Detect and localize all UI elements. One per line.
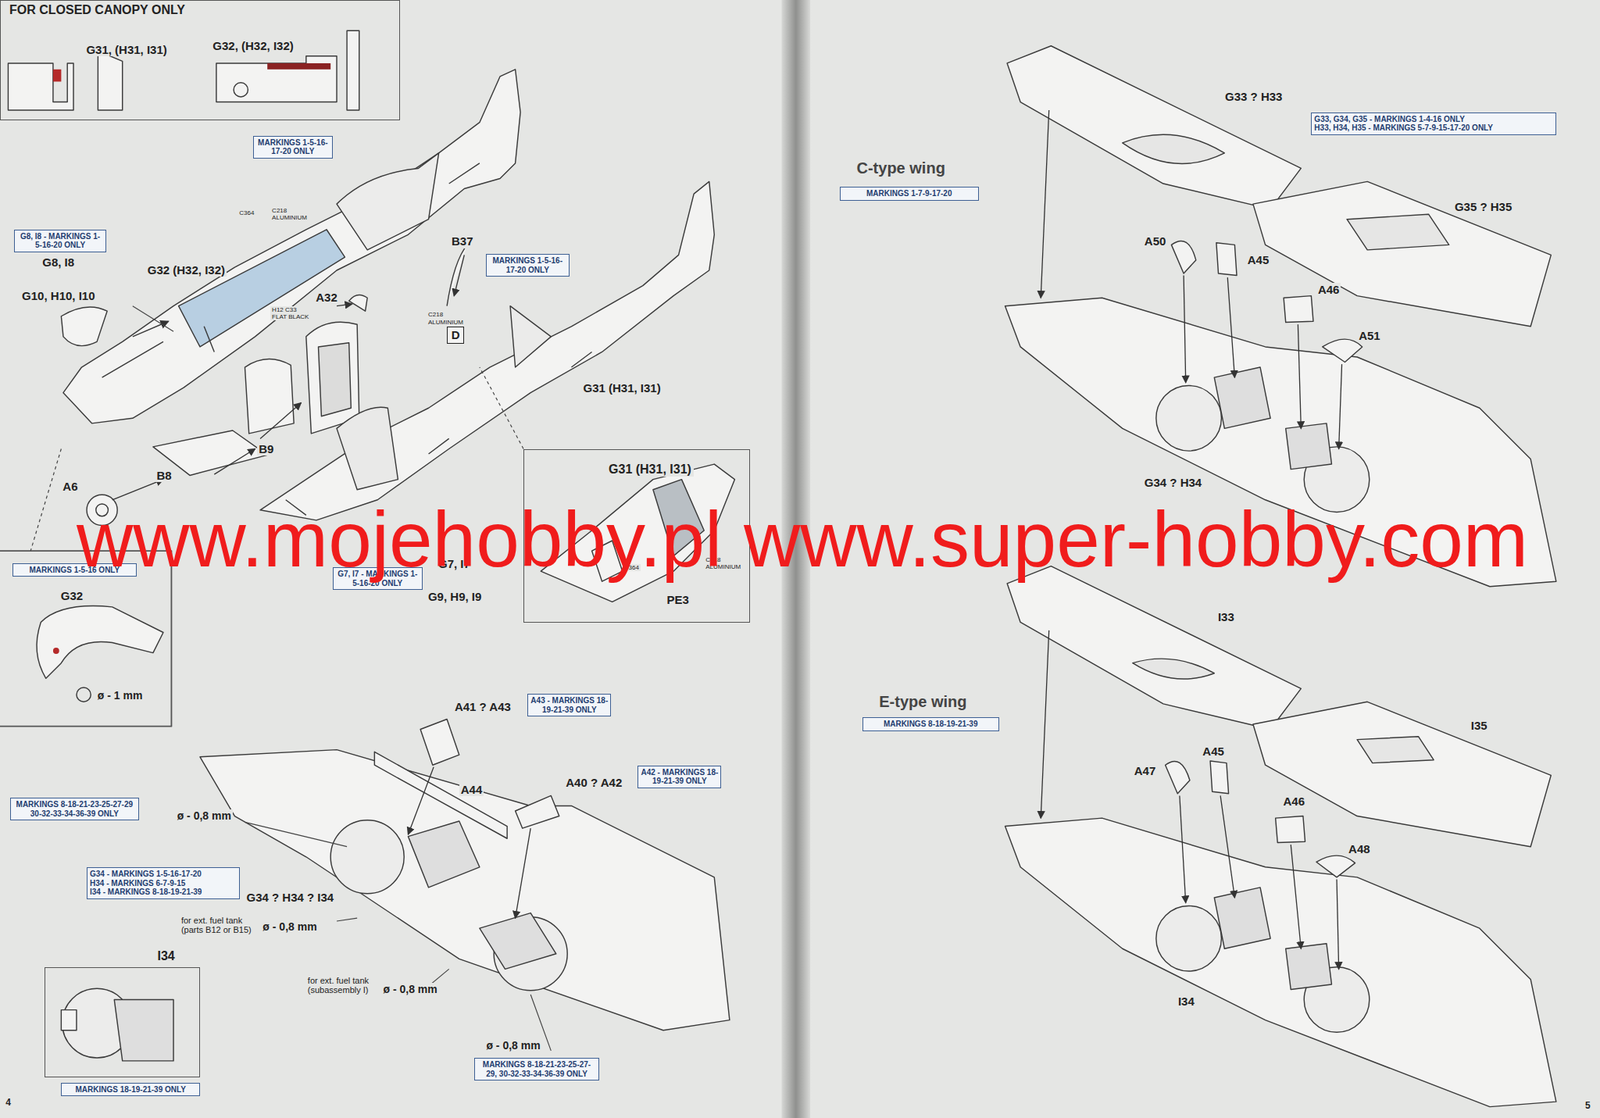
section-heading: E-type wing xyxy=(877,692,968,711)
part-number: I33 xyxy=(1216,610,1236,624)
frame-heading: G31 (H31, I31) xyxy=(606,462,694,477)
marking-tag: G8, I8 - MARKINGS 1-5-16-20 ONLY xyxy=(14,229,107,253)
inset-frame: FOR CLOSED CANOPY ONLY xyxy=(0,0,400,121)
frame-heading: FOR CLOSED CANOPY ONLY xyxy=(7,3,188,18)
part-number: A6 xyxy=(60,479,79,493)
part-number: G32 (H32, I32) xyxy=(146,263,227,277)
marking-tag: MARKINGS 1-5-16-17-20 ONLY xyxy=(253,135,333,159)
part-number: PE3 xyxy=(665,592,691,607)
marking-tag: G34 - MARKINGS 1-5-16-17-20H34 - MARKING… xyxy=(86,867,240,900)
paint-callout: C364 xyxy=(237,209,256,217)
part-number: B9 xyxy=(257,442,275,456)
marking-tag: MARKINGS 1-7-9-17-20 xyxy=(839,186,979,201)
part-number: A46 xyxy=(1316,282,1342,297)
marking-text: MARKINGS 8-18-19-21-39 xyxy=(865,719,997,729)
part-number: A44 xyxy=(459,782,485,797)
part-number: A51 xyxy=(1357,328,1383,343)
part-number: B37 xyxy=(450,234,475,248)
marking-text: G33, G34, G35 - MARKINGS 1-4-16 ONLY xyxy=(1314,114,1553,125)
drill-size: ø - 0,8 mm xyxy=(260,920,318,933)
part-number: G35 ? H35 xyxy=(1453,200,1514,214)
page-number: 4 xyxy=(3,1097,13,1109)
part-number: G32 xyxy=(59,589,85,603)
part-number: A48 xyxy=(1346,842,1372,856)
part-number: A32 xyxy=(314,290,340,304)
marking-text: A42 - MARKINGS 18-19-21-39 ONLY xyxy=(640,767,718,786)
paint-callout: C218 ALUMINIUM xyxy=(426,310,471,325)
part-number: G34 ? H34 ? I34 xyxy=(244,890,336,904)
part-number: A46 xyxy=(1281,794,1307,808)
part-number: A50 xyxy=(1142,234,1168,248)
paint-callout: C218 ALUMINIUM xyxy=(270,207,315,222)
part-number: I34 xyxy=(1176,994,1197,1008)
marking-text: MARKINGS 1-5-16-17-20 ONLY xyxy=(489,256,567,275)
part-number: A45 xyxy=(1200,744,1226,758)
marking-text: MARKINGS 1-7-9-17-20 xyxy=(842,189,976,199)
marking-text: MARKINGS 18-19-21-39 ONLY xyxy=(64,1085,197,1095)
paint-callout: H12 C33 FLAT BLACK xyxy=(270,306,315,321)
note: for ext. fuel tank (subassembly I) xyxy=(306,975,381,996)
part-number: G31 (H31, I31) xyxy=(581,381,662,395)
part-number: A41 ? A43 xyxy=(453,700,513,714)
drill-size: ø - 0,8 mm xyxy=(484,1039,542,1052)
marking-tag: MARKINGS 8-18-21-23-25-27-29 30-32-33-34… xyxy=(10,797,140,821)
marking-text: G34 - MARKINGS 1-5-16-17-20 xyxy=(89,869,237,879)
marking-text: H33, H34, H35 - MARKINGS 5-7-9-15-17-20 … xyxy=(1314,123,1553,133)
part-number: G31, (H31, I31) xyxy=(84,42,168,57)
marking-tag: G33, G34, G35 - MARKINGS 1-4-16 ONLYH33,… xyxy=(1310,112,1556,136)
marking-tag: MARKINGS 18-19-21-39 ONLY xyxy=(60,1082,200,1097)
part-number: I35 xyxy=(1469,718,1490,733)
part-number: G8, I8 xyxy=(40,255,76,269)
marking-text: MARKINGS 8-18-21-23-25-27-29, 30-32-33-3… xyxy=(477,1060,596,1079)
marking-tag: MARKINGS 8-18-19-21-39 xyxy=(862,717,1000,732)
marking-text: MARKINGS 1-5-16-17-20 ONLY xyxy=(256,138,330,157)
part-number: A47 xyxy=(1132,764,1158,778)
drill-size: ø - 0,8 mm xyxy=(175,809,233,822)
part-number: G34 ? H34 xyxy=(1142,475,1204,490)
drill-size: ø - 0,8 mm xyxy=(381,982,439,996)
part-number: G32, (H32, I32) xyxy=(210,39,295,53)
inset-frame: I34 xyxy=(44,967,200,1078)
page-number: 5 xyxy=(1583,1100,1593,1112)
part-number: A40 ? A42 xyxy=(564,775,624,790)
step-letter: D xyxy=(447,327,464,343)
step-letter-box: D xyxy=(446,326,465,344)
frame-heading: I34 xyxy=(154,949,177,964)
marking-tag: MARKINGS 8-18-21-23-25-27-29, 30-32-33-3… xyxy=(474,1057,599,1081)
part-number: B8 xyxy=(155,468,174,483)
part-number: G9, H9, I9 xyxy=(426,589,483,604)
marking-tag: A43 - MARKINGS 18-19-21-39 ONLY xyxy=(527,693,611,717)
note: for ext. fuel tank (parts B12 or B15) xyxy=(179,915,259,936)
watermark: www.mojehobby.pl www.super-hobby.com xyxy=(76,500,1529,579)
marking-text: G8, I8 - MARKINGS 1-5-16-20 ONLY xyxy=(17,232,104,250)
part-number: G33 ? H33 xyxy=(1223,89,1284,104)
part-number: A45 xyxy=(1246,253,1272,267)
marking-text: A43 - MARKINGS 18-19-21-39 ONLY xyxy=(530,696,608,715)
marking-tag: A42 - MARKINGS 18-19-21-39 ONLY xyxy=(637,765,722,789)
marking-text: I34 - MARKINGS 8-18-19-21-39 xyxy=(89,887,237,897)
marking-text: MARKINGS 8-18-21-23-25-27-29 30-32-33-34… xyxy=(13,800,136,818)
marking-text: H34 - MARKINGS 6-7-9-15 xyxy=(89,878,237,889)
part-number: G10, H10, I10 xyxy=(20,289,97,303)
drill-size: ø - 1 mm xyxy=(96,689,145,702)
section-heading: C-type wing xyxy=(855,159,947,178)
marking-tag: MARKINGS 1-5-16-17-20 ONLY xyxy=(485,253,570,277)
